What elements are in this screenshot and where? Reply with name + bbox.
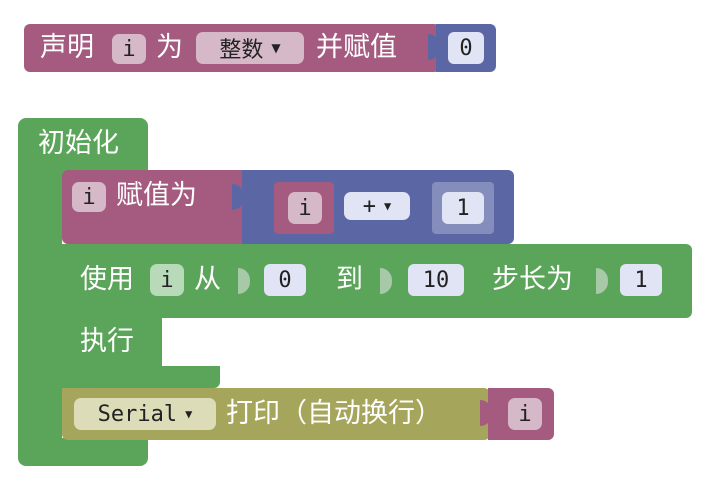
for-do-label: 执行	[80, 326, 134, 357]
chevron-down-icon: ▼	[271, 41, 281, 55]
declare-var-field[interactable]: i	[112, 34, 146, 64]
for-from-label: 从	[194, 264, 221, 295]
serial-object-dropdown[interactable]: Serial ▼	[74, 398, 216, 430]
for-start-tab	[238, 268, 250, 294]
serial-var-tab	[480, 400, 492, 426]
chevron-down-icon: ▼	[384, 199, 392, 213]
for-step-field[interactable]: 1	[620, 264, 662, 296]
declare-label: 声明	[40, 32, 94, 63]
setup-block-spine	[18, 170, 62, 446]
math-left-var-field[interactable]: i	[288, 192, 322, 224]
for-start-field[interactable]: 0	[264, 264, 306, 296]
declare-as-label: 为	[156, 32, 183, 63]
setup-block-top[interactable]	[18, 118, 148, 176]
chevron-down-icon: ▼	[185, 407, 193, 421]
for-loop-do-row	[62, 318, 162, 370]
assign-var-field[interactable]: i	[72, 182, 106, 212]
serial-var-field[interactable]: i	[508, 398, 542, 430]
for-loop-statement-slot[interactable]	[162, 318, 220, 366]
for-use-label: 使用	[80, 264, 134, 295]
setup-block-bottom	[18, 438, 148, 466]
declare-value-tab	[428, 34, 440, 60]
assign-label: 赋值为	[116, 180, 197, 211]
for-step-tab	[596, 268, 608, 294]
declare-value-field[interactable]: 0	[448, 32, 484, 64]
declare-type-dropdown[interactable]: 整数 ▼	[196, 32, 304, 64]
for-to-label: 到	[336, 264, 363, 295]
math-operator-dropdown[interactable]: + ▼	[344, 192, 410, 220]
for-end-field[interactable]: 10	[408, 264, 464, 296]
math-right-number-field[interactable]: 1	[442, 192, 484, 224]
for-step-label: 步长为	[492, 264, 573, 295]
assign-math-tab	[232, 184, 244, 210]
for-var-field[interactable]: i	[150, 264, 184, 296]
for-loop-bottom	[62, 366, 220, 388]
setup-label: 初始化	[38, 128, 119, 159]
declare-assign-label: 并赋值	[316, 32, 397, 63]
for-end-tab	[380, 268, 392, 294]
serial-print-label: 打印（自动换行）	[226, 398, 442, 429]
